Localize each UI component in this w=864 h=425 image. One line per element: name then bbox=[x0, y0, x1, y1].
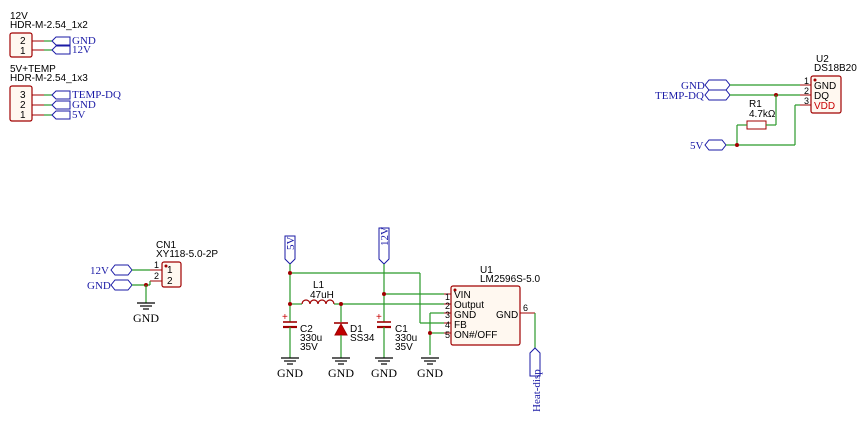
c1-voltage: 35V bbox=[395, 342, 413, 353]
header-5v-temp-footprint: HDR-M-2.54_1x3 bbox=[10, 73, 88, 84]
cn1-ref: CN1 bbox=[156, 240, 176, 251]
u1-pin6-name: GND bbox=[496, 310, 518, 321]
c2-voltage: 35V bbox=[300, 342, 318, 353]
u2-net-gnd: GND bbox=[681, 80, 705, 92]
u1-pin6-num: 6 bbox=[523, 303, 528, 313]
cn1-net-flag-gnd bbox=[110, 279, 133, 291]
net-flag-u2-dq bbox=[704, 89, 731, 101]
u1-pin-num-2: 2 bbox=[445, 301, 450, 311]
connector-cn1: CN1 XY118-5.0-2P 1 2 1 2 12V GND GND bbox=[87, 240, 218, 325]
net-label-12v: 12V bbox=[72, 44, 91, 56]
u1-body bbox=[450, 285, 521, 346]
u2-part: DS18B20 bbox=[814, 63, 857, 74]
net-label-gnd-2: GND bbox=[72, 99, 96, 111]
c2-value: 330u bbox=[300, 333, 322, 344]
net-label-gnd: GND bbox=[72, 35, 96, 47]
header-12v: 12V HDR-M-2.54_1x2 2 1 GND 12V bbox=[9, 11, 96, 58]
diode-d1: D1 SS34 GND bbox=[328, 322, 375, 380]
heat-disp-label: Heat-disp bbox=[531, 369, 543, 412]
c1-value: 330u bbox=[395, 333, 417, 344]
svg-text:+: + bbox=[376, 312, 382, 323]
c1-gnd: GND bbox=[371, 366, 397, 380]
c1-ref: C1 bbox=[395, 324, 408, 335]
cn1-pin-2: 2 bbox=[167, 276, 173, 287]
heat-disp-flag bbox=[529, 347, 541, 377]
header-12v-footprint: HDR-M-2.54_1x2 bbox=[10, 20, 88, 31]
cn1-pin-num-2: 2 bbox=[154, 271, 159, 281]
u2-ref: U2 bbox=[816, 54, 829, 65]
u1-pin-num-1: 1 bbox=[445, 292, 450, 302]
header-12v-pin-1: 1 bbox=[20, 46, 26, 57]
u2-pin-name-gnd: GND bbox=[814, 81, 836, 92]
net-flag-u2-gnd bbox=[704, 79, 731, 91]
u2-net-5v: 5V bbox=[690, 140, 704, 152]
capacitor-c1: + C1 330u 35V GND bbox=[371, 312, 417, 380]
reg-net-flag-5v bbox=[284, 235, 296, 265]
u2-pin-num-3: 3 bbox=[804, 96, 809, 106]
u2-pin-num-2: 2 bbox=[804, 86, 809, 96]
d1-gnd: GND bbox=[328, 366, 354, 380]
net-label-5v: 5V bbox=[72, 109, 86, 121]
u2-pin-name-dq: DQ bbox=[814, 91, 829, 102]
u1-gnd: GND bbox=[417, 366, 443, 380]
header-5v-temp-pin-3: 3 bbox=[20, 90, 26, 101]
reg-net-12v: 12V bbox=[379, 227, 391, 246]
u2-pin-num-1: 1 bbox=[804, 76, 809, 86]
cn1-net-12v: 12V bbox=[90, 265, 109, 277]
header-12v-pin-2: 2 bbox=[20, 36, 26, 47]
cn1-pin-1: 1 bbox=[167, 265, 173, 276]
u1-pin-fb: FB bbox=[454, 320, 467, 331]
net-label-temp-dq: TEMP-DQ bbox=[72, 89, 121, 101]
reg-net-flag-12v bbox=[378, 227, 390, 265]
u1-part: LM2596S-5.0 bbox=[480, 274, 540, 285]
l1-coil bbox=[301, 299, 335, 305]
header-5v-temp-pin-2: 2 bbox=[20, 100, 26, 111]
u1-pin-on-off: ON#/OFF bbox=[454, 330, 497, 341]
net-flag-u2-5v bbox=[704, 139, 727, 151]
net-flag-gnd bbox=[51, 36, 71, 46]
header-5v-temp-body bbox=[9, 85, 33, 122]
svg-text:+: + bbox=[282, 312, 288, 323]
d1-value: SS34 bbox=[350, 333, 375, 344]
capacitor-c2: + C2 330u 35V GND bbox=[277, 312, 322, 380]
r1-body bbox=[746, 120, 767, 130]
sensor-u2: U2 DS18B20 GND DQ VDD 1 2 3 GND TEMP-DQ … bbox=[655, 54, 857, 152]
cn1-footprint: XY118-5.0-2P bbox=[156, 249, 218, 260]
u1-pin-num-5: 5 bbox=[445, 330, 450, 340]
r1-value: 4.7kΩ bbox=[749, 109, 776, 120]
u1-pin-output: Output bbox=[454, 300, 484, 311]
header-5v-temp-ref: 5V+TEMP bbox=[10, 64, 56, 75]
cn1-net-flag-12v bbox=[110, 264, 133, 276]
header-12v-ref: 12V bbox=[10, 11, 28, 22]
r1-ref: R1 bbox=[749, 99, 762, 110]
u1-ref: U1 bbox=[480, 265, 493, 276]
l1-ref: L1 bbox=[313, 280, 325, 291]
regulator-circuit: 5V 12V L1 47uH + C2 330u bbox=[277, 227, 543, 412]
u1-pin-num-3: 3 bbox=[445, 310, 450, 320]
u1-pin-num-4: 4 bbox=[445, 320, 450, 330]
header-5v-temp: 5V+TEMP HDR-M-2.54_1x3 3 2 1 TEMP-DQ GND… bbox=[9, 64, 121, 122]
u1-pin-vin: VIN bbox=[454, 290, 471, 301]
cn1-gnd-label: GND bbox=[133, 311, 159, 325]
net-flag-12v bbox=[51, 45, 71, 55]
net-flag-temp-dq bbox=[51, 90, 71, 100]
c2-gnd: GND bbox=[277, 366, 303, 380]
cn1-net-gnd: GND bbox=[87, 280, 111, 292]
d1-ref: D1 bbox=[350, 324, 363, 335]
net-flag-gnd-2 bbox=[51, 100, 71, 110]
reg-net-5v: 5V bbox=[285, 237, 297, 251]
cn1-pin-num-1: 1 bbox=[154, 260, 159, 270]
header-5v-temp-pin-1: 1 bbox=[20, 110, 26, 121]
net-flag-5v bbox=[51, 110, 71, 120]
u2-pin-name-vdd: VDD bbox=[814, 101, 835, 112]
cn1-body bbox=[161, 261, 182, 288]
header-12v-body bbox=[9, 32, 33, 58]
c2-ref: C2 bbox=[300, 324, 313, 335]
u2-net-temp-dq: TEMP-DQ bbox=[655, 90, 704, 102]
u1-pin-gnd: GND bbox=[454, 310, 476, 321]
l1-value: 47uH bbox=[310, 290, 334, 301]
